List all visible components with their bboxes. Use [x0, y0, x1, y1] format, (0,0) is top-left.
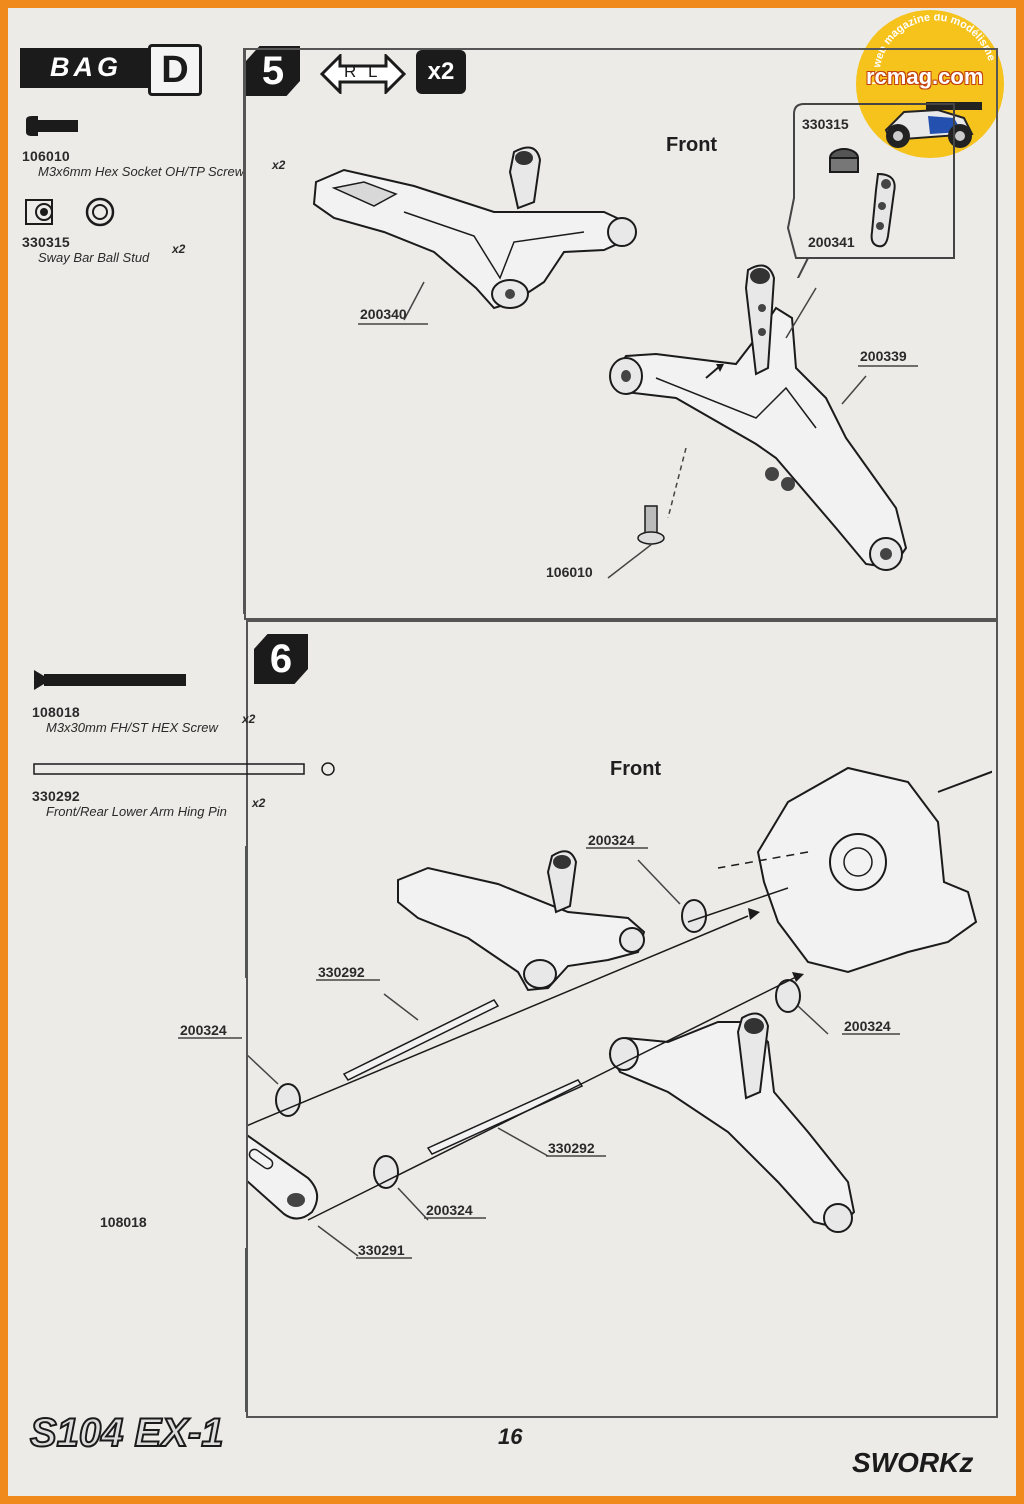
step-6-panel: [246, 620, 998, 1418]
part-quantity: x2: [252, 796, 266, 810]
part-quantity: x2: [172, 242, 186, 256]
hex-socket-screw-icon: [26, 116, 78, 136]
part-description: M3x6mm Hex Socket OH/TP Screw: [38, 164, 245, 179]
quantity-badge: x2: [416, 50, 466, 94]
callout-330292: 330292: [548, 1140, 595, 1156]
flat-head-screw-icon: [34, 670, 186, 690]
lower-arm-200339-drawing: [609, 264, 908, 571]
step-6-badge: 6: [254, 634, 308, 684]
callout-200339: 200339: [860, 348, 907, 364]
part-number: 330315: [22, 234, 70, 250]
callout-200324: 200324: [844, 1018, 891, 1034]
svg-text:S104 EX-1: S104 EX-1: [30, 1411, 223, 1455]
callout-200324: 200324: [426, 1202, 473, 1218]
callout-leader: [607, 543, 653, 579]
part-number: 108018: [32, 704, 80, 720]
ball-stud-icon: [25, 197, 115, 227]
right-side-label: R: [344, 62, 357, 81]
callout-200324: 200324: [588, 832, 635, 848]
callout-330315: 330315: [802, 116, 849, 132]
part-description: M3x30mm FH/ST HEX Screw: [46, 720, 218, 735]
step-5-panel: [244, 48, 998, 620]
callout-108018: 108018: [100, 1214, 147, 1230]
page-number: 16: [498, 1424, 523, 1449]
bag-letter: D: [148, 44, 202, 96]
part-quantity: x2: [272, 158, 286, 172]
lower-arm-200340-drawing: [312, 146, 637, 321]
front-label: Front: [666, 134, 718, 156]
left-side-label: L: [368, 62, 378, 81]
callout-330291: 330291: [358, 1242, 405, 1258]
callout-underline: [858, 365, 918, 367]
screw-106010-drawing: [637, 505, 665, 545]
part-number: 330292: [32, 788, 80, 804]
detail-callout-bubble: [786, 103, 955, 278]
callout-underlines: [178, 847, 900, 1259]
callout-106010: 106010: [546, 564, 593, 580]
part-quantity: x2: [242, 712, 256, 726]
callout-330292: 330292: [318, 964, 365, 980]
manual-page: BAG D 5 R L x2 Le web magazine du modéli…: [8, 8, 1016, 1496]
part-description: Front/Rear Lower Arm Hing Pin: [46, 804, 227, 819]
callout-underline: [358, 323, 428, 325]
front-label: Front: [610, 758, 662, 780]
callout-200341: 200341: [808, 234, 855, 250]
callout-200324: 200324: [180, 1022, 227, 1038]
model-logo: S104 EX-1: [29, 1410, 224, 1456]
ball-stud-detail-icon: [829, 148, 896, 248]
svg-text:SWORKz: SWORKz: [852, 1447, 973, 1478]
step-6-assembly-drawing: [248, 766, 992, 1257]
hinge-pin-icon: [33, 762, 335, 776]
left-right-arrow-icon: [320, 54, 406, 94]
bag-word: BAG: [50, 52, 122, 82]
step-5-badge: 5: [246, 46, 300, 96]
callout-200340: 200340: [360, 306, 407, 322]
part-number: 106010: [22, 148, 70, 164]
brand-logo: SWORKz: [852, 1447, 973, 1478]
part-description: Sway Bar Ball Stud: [38, 250, 150, 265]
rcmag-site: rcmag.com: [866, 64, 984, 89]
